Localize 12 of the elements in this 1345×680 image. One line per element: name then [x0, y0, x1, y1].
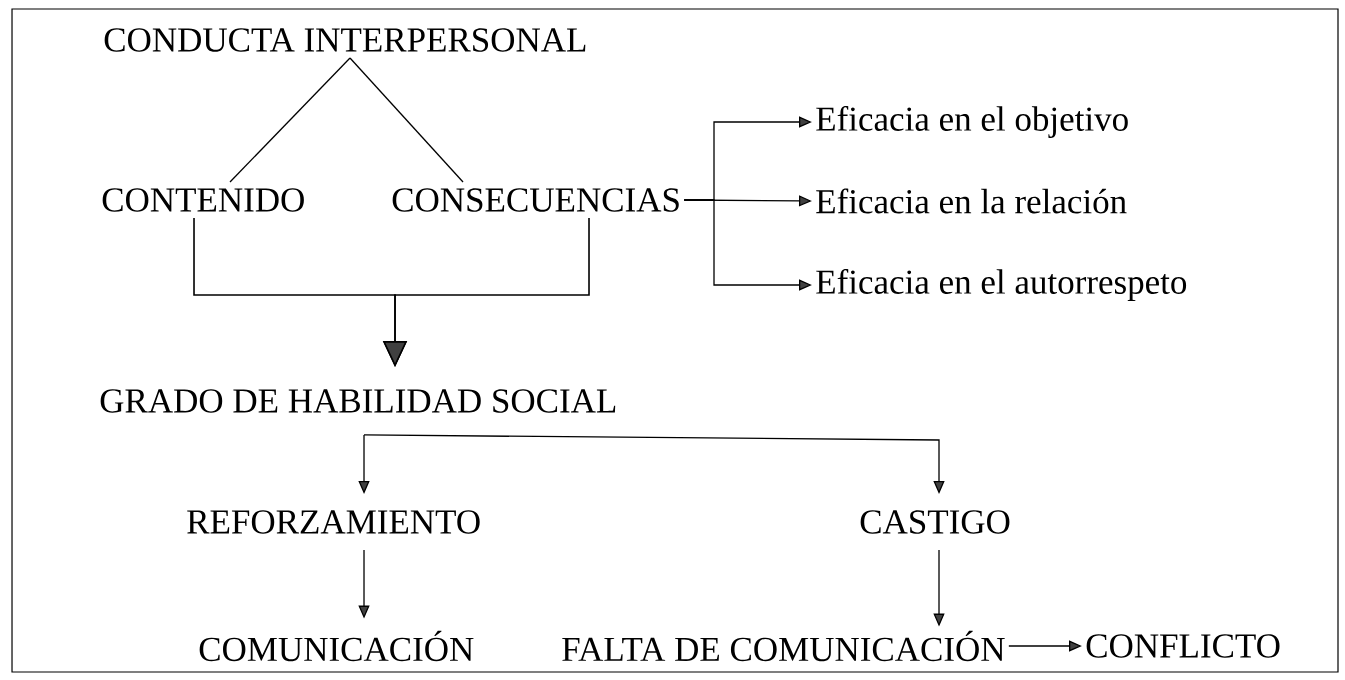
node-label: COMUNICACIÓN	[199, 630, 474, 662]
node-label: GRADO DE HABILIDAD SOCIAL	[100, 389, 616, 413]
node-label: Eficacia en el objetivo	[816, 105, 1128, 139]
node-label: FALTA DE COMUNICACIÓN	[562, 630, 1005, 662]
node-label: Eficacia en la relación	[816, 188, 1127, 214]
node-label: CONSECUENCIAS	[392, 188, 679, 212]
node-label: CONTENIDO	[102, 188, 304, 212]
node-label: Eficacia en el autorrespeto	[816, 268, 1187, 302]
node-label: CASTIGO	[860, 510, 1010, 534]
node-label: CONDUCTA INTERPERSONAL	[104, 28, 586, 52]
node-label: CONFLICTO	[1086, 634, 1280, 658]
node-label: REFORZAMIENTO	[187, 510, 480, 534]
